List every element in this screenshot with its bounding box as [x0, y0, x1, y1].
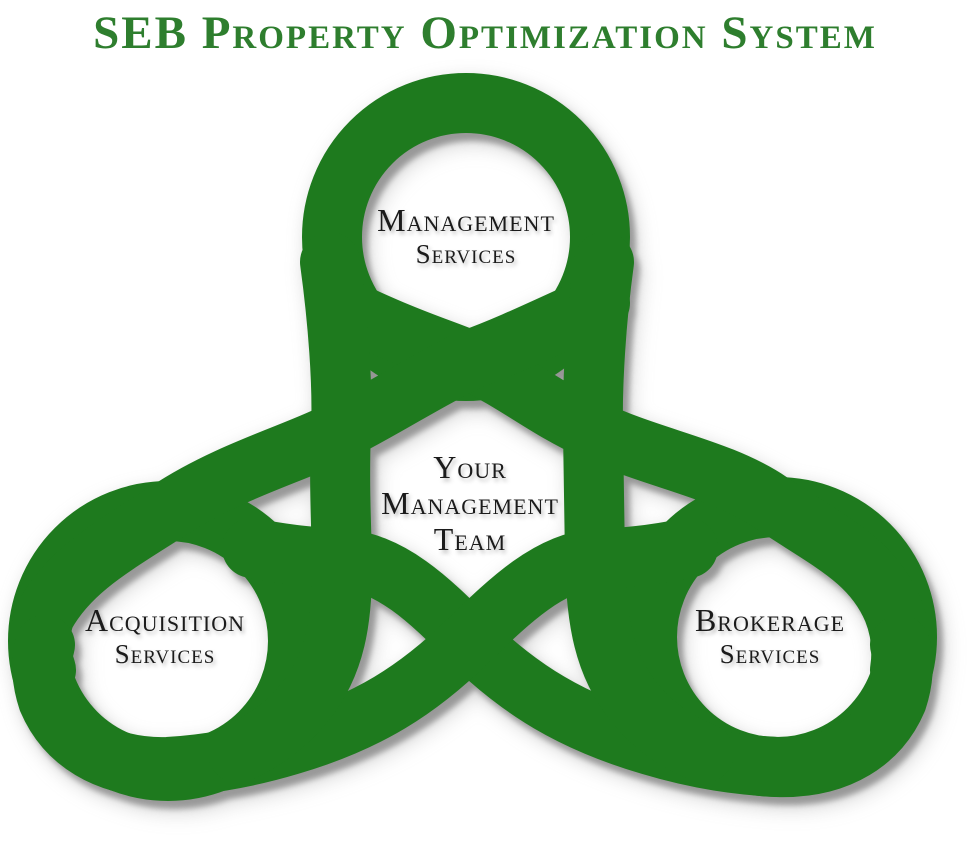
center-label-line3: Team [433, 520, 507, 557]
center-label-line2: Management [381, 484, 559, 521]
top-loop-label: Management Services [377, 202, 555, 269]
left-loop-label: Acquisition Services [85, 602, 245, 669]
left-loop-label-line2: Services [114, 638, 216, 669]
top-loop-label-line1: Management [377, 202, 555, 238]
center-label: Your Management Team [381, 449, 559, 557]
strand-left-edge [208, 232, 373, 783]
page-title: SEB Property Optimization System [93, 7, 877, 59]
top-loop-label-line2: Services [415, 238, 517, 269]
right-loop-label-line1: Brokerage [694, 602, 846, 638]
right-loop-label: Brokerage Services [694, 602, 846, 669]
strand-top-to-left [10, 273, 630, 700]
left-loop-label-line1: Acquisition [85, 602, 245, 638]
trefoil-knot [8, 73, 937, 801]
strand-right-edge [562, 232, 734, 783]
right-loop-label-line2: Services [719, 638, 821, 669]
center-label-line1: Your [433, 449, 507, 485]
